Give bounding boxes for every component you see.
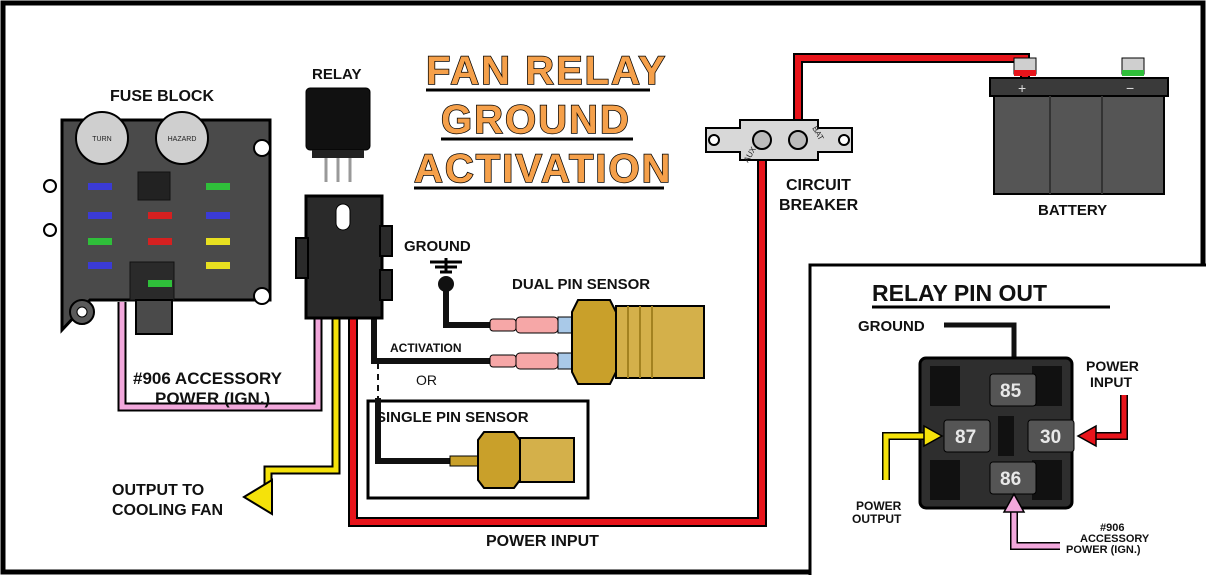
title-line1: FAN RELAY [426, 49, 667, 93]
pinout-power-input-line2: INPUT [1090, 374, 1132, 390]
pinout-power-output-line2: OUTPUT [852, 512, 902, 526]
pinout-power-input-arrow-icon [1076, 424, 1097, 448]
pinout-power-output-line1: POWER [856, 499, 902, 513]
turn-label: TURN [92, 136, 111, 143]
pinout-ground-wire [944, 322, 1017, 362]
fuse [88, 262, 112, 269]
output-label-line1: OUTPUT TO [112, 482, 204, 499]
circuit-breaker-label-line2: BREAKER [779, 197, 859, 214]
pinout-accessory-arrow-icon [1002, 492, 1026, 513]
battery-minus-label: − [1126, 80, 1134, 96]
fuse [88, 212, 112, 219]
relay [305, 87, 371, 182]
relay-socket [295, 194, 393, 320]
battery-label: BATTERY [1038, 202, 1107, 219]
fuse [148, 238, 172, 245]
fuse [206, 238, 230, 245]
hazard-flasher [155, 111, 209, 165]
pinout-accessory-line1: #906 [1100, 522, 1124, 534]
circuit-breaker: AUX BAT [705, 119, 853, 164]
pinout-power-output-wire [883, 433, 924, 480]
pinout-accessory-line3: POWER (IGN.) [1066, 544, 1141, 556]
wire-activation [371, 318, 510, 364]
wire-accessory [119, 302, 321, 410]
fuse [88, 238, 112, 245]
circuit-breaker-label-line1: CIRCUIT [786, 177, 851, 194]
relay-socket-pinout [918, 356, 1075, 510]
fuse [148, 280, 172, 287]
pinout-ground-label: GROUND [858, 318, 925, 335]
or-label: OR [416, 372, 437, 388]
power-input-label: POWER INPUT [486, 533, 599, 550]
pinout-power-input-line1: POWER [1086, 358, 1139, 374]
fuse [206, 262, 230, 269]
single-pin-sensor [375, 398, 575, 489]
pinout-power-output-arrow-icon [923, 424, 944, 448]
relay-label: RELAY [312, 66, 361, 83]
battery: + − [989, 57, 1169, 195]
wire-ground [443, 290, 490, 328]
dual-pin-sensor [489, 299, 705, 385]
title-line2: GROUND [441, 98, 631, 142]
pin-86-label: 86 [1000, 469, 1021, 490]
turn-flasher [75, 111, 129, 165]
fuse-block: TURN HAZARD [43, 111, 272, 335]
wire-power-input [350, 140, 765, 525]
ground-label: GROUND [404, 238, 471, 255]
dual-pin-sensor-label: DUAL PIN SENSOR [512, 276, 650, 293]
title-line3: ACTIVATION [414, 147, 673, 191]
fuse [148, 212, 172, 219]
accessory-label-line2: POWER (IGN.) [155, 389, 270, 408]
accessory-label-line1: #906 ACCESSORY [133, 369, 283, 388]
pinout-accessory-wire [1011, 510, 1060, 549]
pinout-title: RELAY PIN OUT [872, 280, 1047, 306]
fuse [206, 183, 230, 190]
fuse-block-label: FUSE BLOCK [110, 88, 214, 105]
output-arrow-icon [242, 478, 273, 516]
pin-30-label: 30 [1040, 427, 1061, 448]
fuse [88, 183, 112, 190]
pinout-power-input-wire [1094, 395, 1127, 439]
pin-87-label: 87 [955, 427, 976, 448]
output-label-line2: COOLING FAN [112, 502, 223, 519]
fuse [206, 212, 230, 219]
pinout-accessory-line2: ACCESSORY [1080, 533, 1150, 545]
pin-85-label: 85 [1000, 381, 1022, 402]
ground-icon [430, 258, 462, 292]
single-pin-sensor-label: SINGLE PIN SENSOR [376, 409, 529, 426]
activation-label: ACTIVATION [390, 341, 462, 355]
battery-plus-label: + [1018, 80, 1026, 96]
hazard-label: HAZARD [168, 136, 197, 143]
